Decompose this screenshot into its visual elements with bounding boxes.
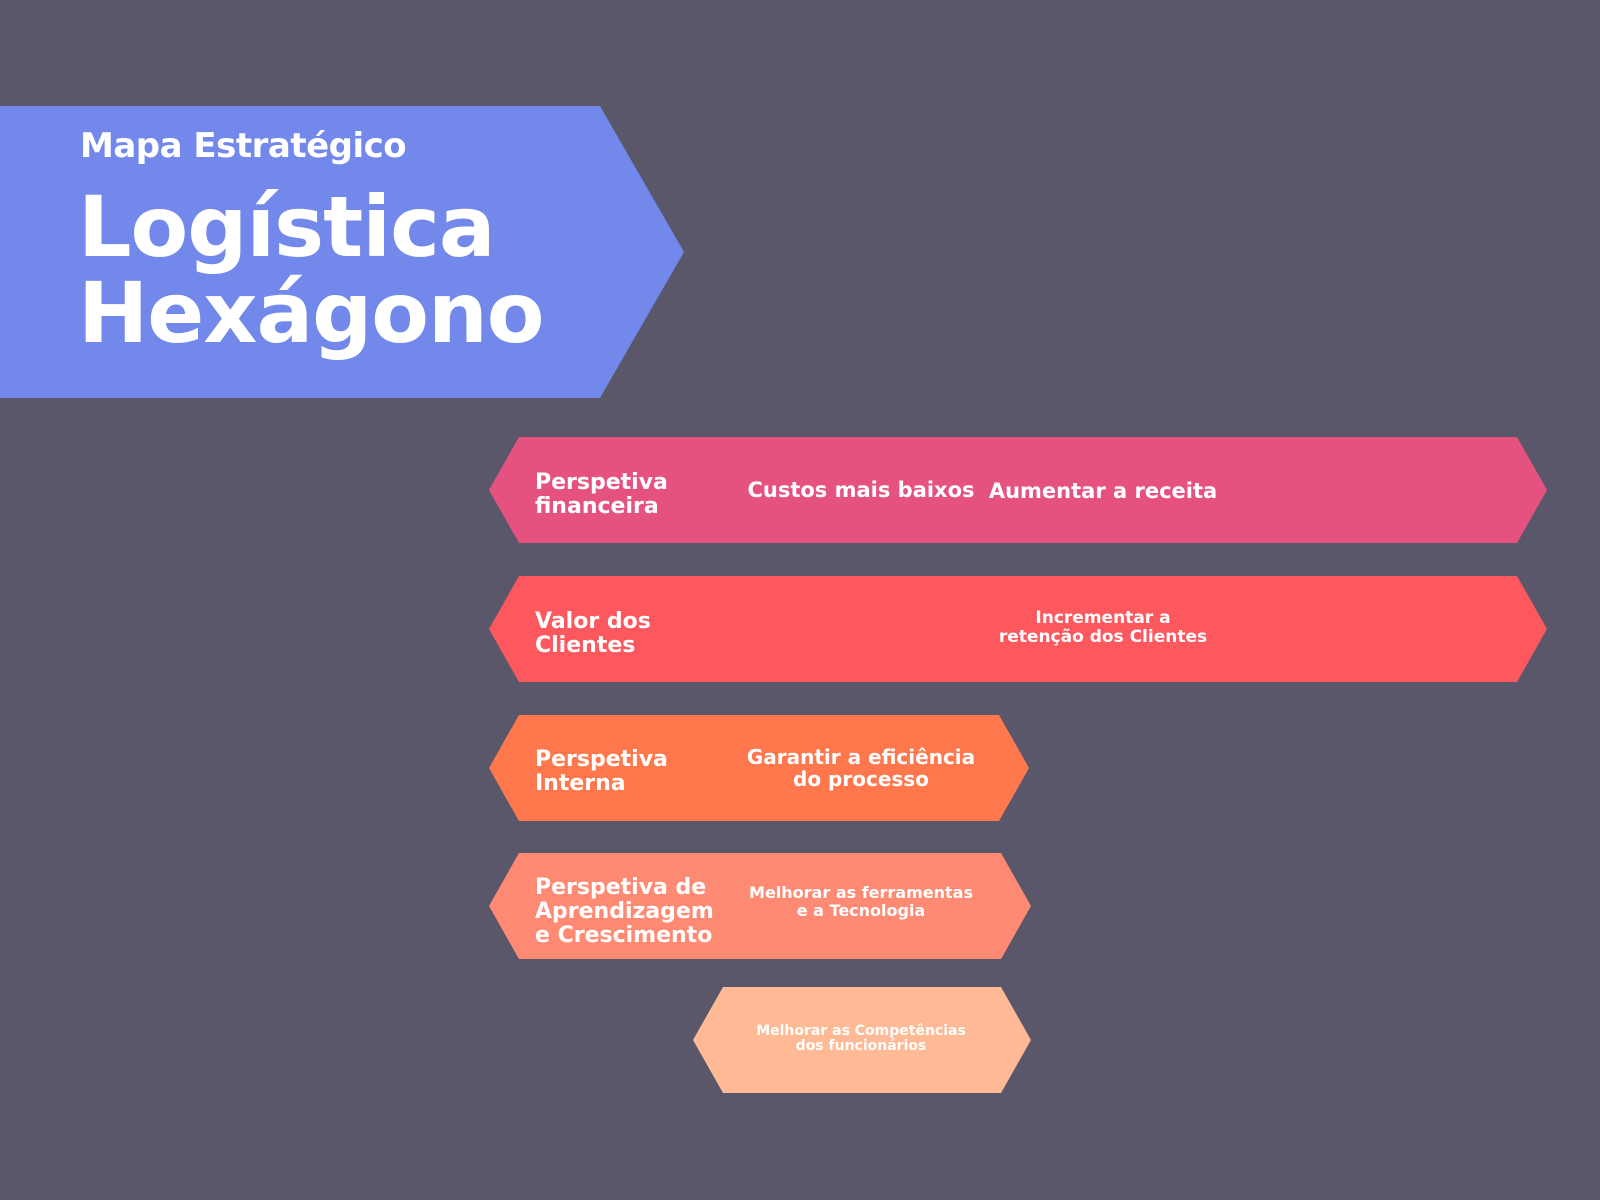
objective-employee-competencies: Melhorar as Competências dos funcionário… <box>756 1023 966 1054</box>
financial-perspective-hexagon <box>489 437 1547 543</box>
objective-customer-retention: Incrementar a retenção dos Clientes <box>998 608 1208 647</box>
objective-process-efficiency: Garantir a eficiência do processo <box>746 745 976 791</box>
customer-value-hexagon <box>489 576 1547 682</box>
internal-perspective-label: Perspetiva Interna <box>535 747 668 796</box>
customer-value-label: Valor dos Clientes <box>535 609 651 658</box>
objective-lower-costs: Custos mais baixos <box>747 478 975 502</box>
page-subtitle: Mapa Estratégico <box>80 126 407 166</box>
financial-perspective-label: Perspetiva financeira <box>535 470 668 519</box>
competencies-hexagon <box>693 987 1031 1093</box>
internal-perspective-hexagon <box>489 715 1029 821</box>
learning-growth-hexagon <box>489 853 1031 959</box>
title-line-2: Hexágono <box>78 264 544 362</box>
objective-increase-revenue: Aumentar a receita <box>988 479 1218 503</box>
title-line-1: Logística <box>78 178 496 276</box>
objective-tools-technology: Melhorar as ferramentas e a Tecnologia <box>749 883 973 920</box>
learning-growth-label: Perspetiva de Aprendizagem e Crescimento <box>535 875 714 948</box>
title-banner <box>0 106 684 398</box>
page-title: Logística Hexágono <box>78 178 544 362</box>
